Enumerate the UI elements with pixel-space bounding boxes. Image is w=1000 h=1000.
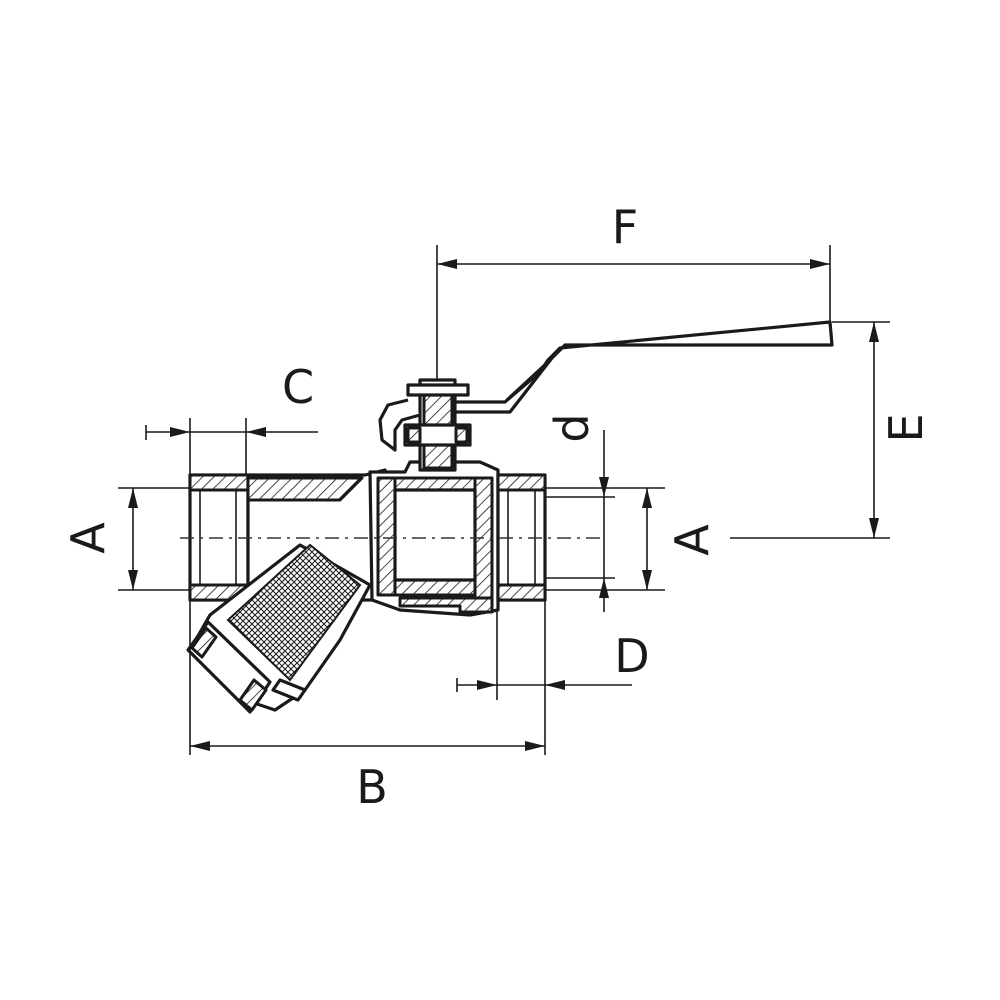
dimension-A-right: A (545, 487, 719, 591)
dimension-label-C: C (282, 360, 314, 414)
valve-body (186, 460, 547, 714)
dimension-D: D (456, 600, 650, 700)
dimension-C: C (145, 360, 318, 475)
dimension-label-A-left: A (61, 522, 115, 554)
dimension-label-D: D (614, 629, 649, 683)
dimension-d: d (545, 413, 615, 612)
dimension-E: E (730, 321, 933, 539)
dimension-label-B: B (356, 760, 388, 814)
dimension-label-A-right: A (665, 524, 719, 556)
dimension-B: B (189, 600, 546, 814)
dimension-label-E: E (879, 413, 933, 442)
dimension-A-left: A (61, 487, 190, 591)
stem-and-handle (378, 320, 834, 472)
dimension-label-F: F (612, 200, 638, 254)
dimension-label-d: d (545, 413, 599, 442)
dimension-F: F (436, 200, 831, 380)
